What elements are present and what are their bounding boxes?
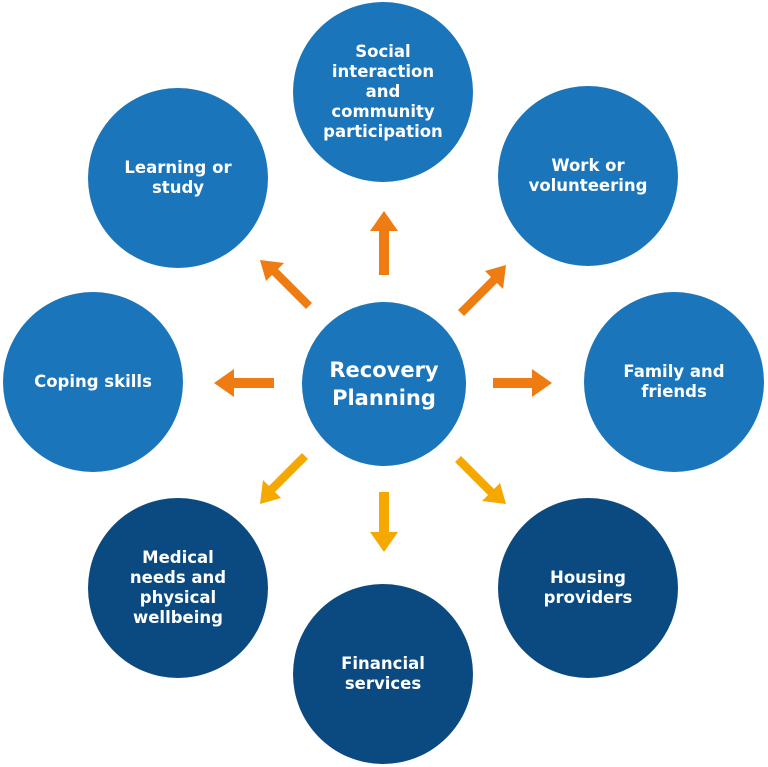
arrow-to-learning (260, 260, 312, 309)
node-medical-needs: Medical needs and physical wellbeing (88, 498, 268, 678)
node-family-friends: Family and friends (584, 292, 764, 472)
node-label: Financial services (341, 654, 425, 693)
node-social-interaction: Social interaction and community partici… (293, 2, 473, 182)
node-label: Housing providers (543, 568, 633, 607)
node-learning-study: Learning or study (88, 88, 268, 268)
center-node-recovery-planning: Recovery Planning (302, 302, 466, 466)
arrow-to-work (458, 265, 506, 316)
node-label: Coping skills (34, 372, 152, 391)
arrow-to-financial (370, 492, 398, 552)
arrow-to-housing (455, 456, 506, 504)
node-label: Family and friends (623, 362, 725, 401)
node-coping-skills: Coping skills (3, 292, 183, 472)
arrow-to-social (370, 211, 398, 275)
node-label: Medical needs and physical wellbeing (129, 548, 227, 627)
node-financial-services: Financial services (293, 584, 473, 764)
node-work-volunteering: Work or volunteering (498, 86, 678, 266)
arrow-to-coping (214, 369, 274, 397)
arrow-to-family (493, 369, 552, 397)
node-label: Social interaction and community partici… (323, 42, 443, 141)
center-node-label: Recovery Planning (329, 358, 439, 410)
node-label: Work or volunteering (528, 156, 648, 195)
node-label: Learning or study (124, 158, 232, 197)
arrow-to-medical (260, 453, 308, 504)
node-housing-providers: Housing providers (498, 498, 678, 678)
